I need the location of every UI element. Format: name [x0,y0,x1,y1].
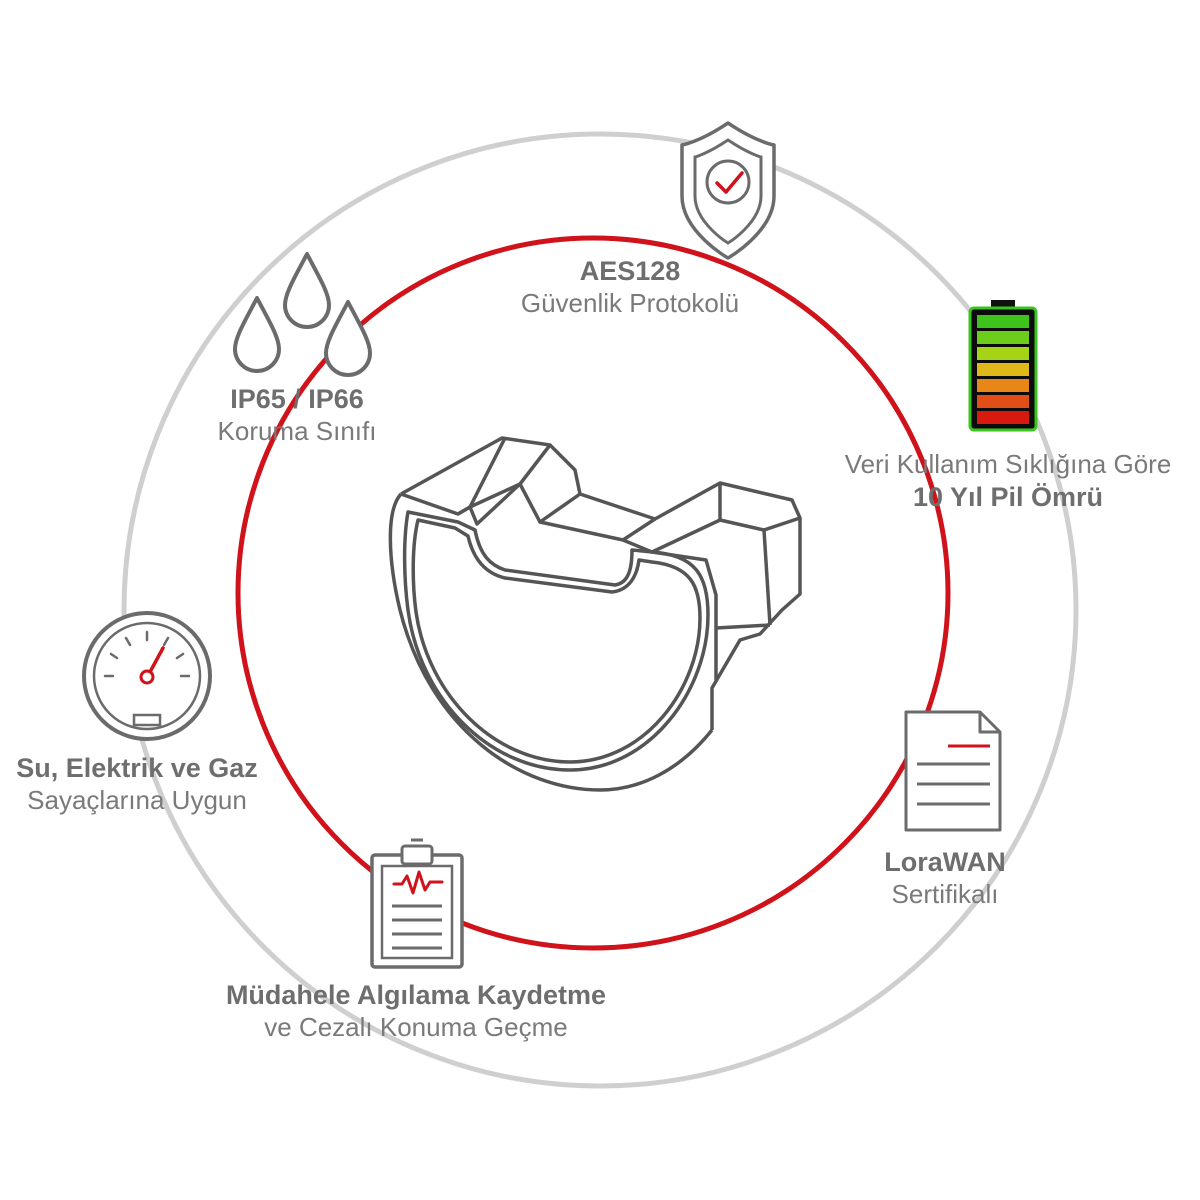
feature-meter-compatibility: Su, Elektrik ve Gaz Sayaçlarına Uygun [0,752,337,817]
inner-ring [235,235,951,951]
feature-ip-rating-subtitle: Koruma Sınıfı [217,415,377,446]
document-icon [904,710,1002,832]
feature-tamper-detection-subtitle: ve Cezalı Konuma Geçme [264,1011,568,1042]
outer-ring [121,131,1079,1089]
device-illustration [388,436,802,792]
battery-icon [968,300,1038,432]
feature-ip-rating-title: IP65 / IP66 [230,384,364,414]
feature-lorawan: LoraWAN Sertifikalı [745,846,1145,911]
feature-meter-compatibility-subtitle: Sayaçlarına Uygun [27,784,247,815]
feature-aes128-title: AES128 [579,256,681,286]
feature-battery-life-title: 10 Yıl Pil Ömrü [912,481,1104,512]
feature-ip-rating: IP65 / IP66 Koruma Sınıfı [97,383,497,448]
water-drops-icon [233,252,372,377]
clipboard-pulse-icon [370,838,464,969]
gauge-icon [82,611,212,741]
feature-aes128-subtitle: Güvenlik Protokolü [520,287,740,318]
feature-aes128: AES128 Güvenlik Protokolü [430,255,830,320]
feature-tamper-detection-title: Müdahele Algılama Kaydetme [225,980,607,1010]
feature-meter-compatibility-title: Su, Elektrik ve Gaz [16,753,258,783]
feature-tamper-detection: Müdahele Algılama Kaydetme ve Cezalı Kon… [116,979,716,1044]
feature-battery-life-subtitle: Veri Kullanım Sıklığına Göre [844,449,1172,479]
shield-check-icon [680,121,776,260]
feature-lorawan-subtitle: Sertifikalı [891,878,999,909]
feature-lorawan-title: LoraWAN [884,847,1006,877]
feature-battery-life: Veri Kullanım Sıklığına Göre 10 Yıl Pil … [812,449,1200,514]
